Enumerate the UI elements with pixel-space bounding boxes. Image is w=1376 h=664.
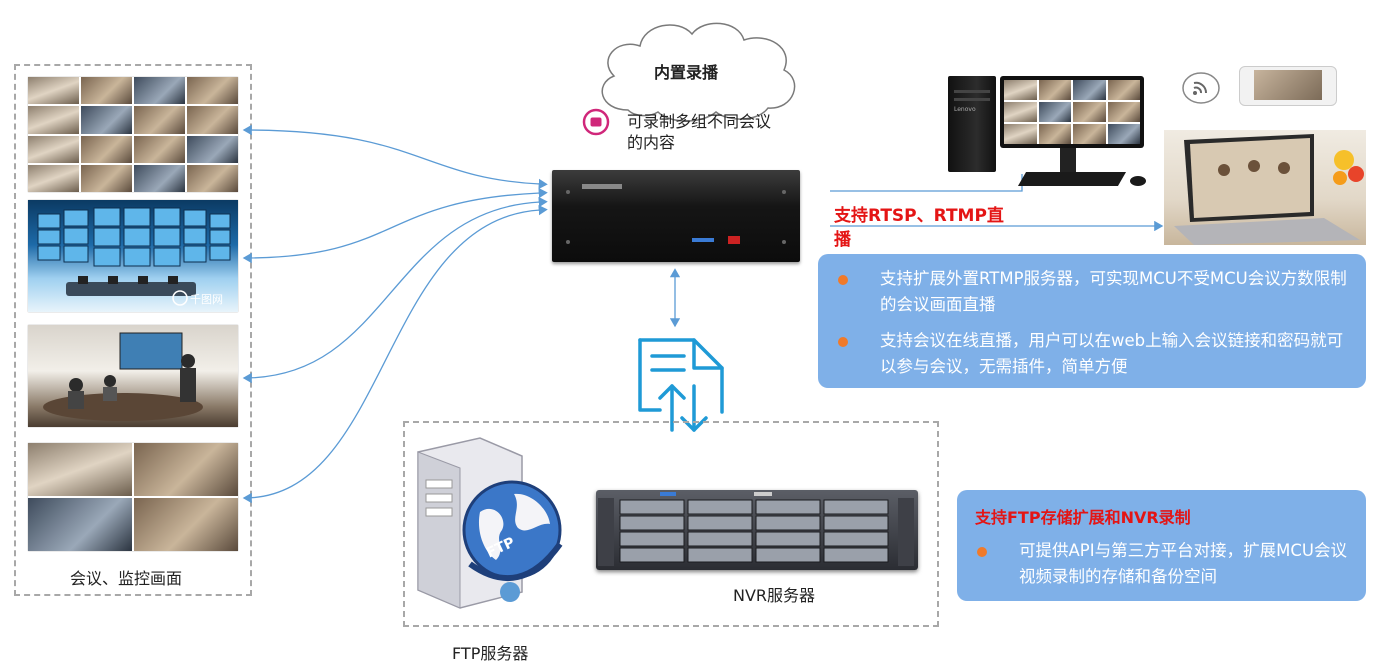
file-transfer-icon (638, 338, 724, 432)
ftp-server-icon (417, 437, 563, 609)
meeting-grid-image-2 (28, 443, 238, 551)
ftp-bullet-1: 可提供API与第三方平台对接，扩展MCU会议视频录制的存储和备份空间 (977, 538, 1349, 590)
live-bullet-2-text: 支持会议在线直播，用户可以在web上输入会议链接和密码就可以参与会议，无需插件，… (880, 331, 1344, 376)
ftp-server-label: FTP服务器 (452, 644, 529, 663)
ftp-nvr-panel: 支持FTP存储扩展和NVR录制 可提供API与第三方平台对接，扩展MCU会议视频… (957, 490, 1366, 601)
pc-brand: Lenovo (954, 106, 976, 113)
conference-room-graphic (43, 332, 203, 421)
record-note: 可录制多组不同会议 的内容 (627, 112, 772, 152)
mouse (1130, 176, 1146, 186)
mcu-device (552, 170, 800, 262)
record-icon (582, 108, 610, 136)
bullet-dot (838, 337, 848, 347)
desktop-tower: Lenovo (948, 76, 996, 172)
bullet-dot (838, 275, 848, 285)
monitor (1000, 76, 1144, 148)
cloud-shape (601, 22, 796, 122)
arrow-to-pc (830, 174, 1023, 192)
ftp-bullet-1-text: 可提供API与第三方平台对接，扩展MCU会议视频录制的存储和备份空间 (1019, 541, 1347, 586)
video-wall-control-room-image: 千图网 (28, 200, 238, 312)
arrow-to-video-wall (242, 187, 548, 264)
storage-group (403, 421, 939, 627)
ftp-nvr-panel-title: 支持FTP存储扩展和NVR录制 (975, 508, 1191, 527)
monitor-stand (1060, 148, 1076, 172)
wifi-icon (1182, 72, 1220, 104)
smartphone-image (1239, 66, 1337, 106)
nvr-server-label: NVR服务器 (733, 586, 816, 605)
keyboard (1017, 172, 1127, 186)
conference-room-image (28, 325, 238, 427)
live-bullet-1: 支持扩展外置RTMP服务器，可实现MCU不受MCU会议方数限制的会议画面直播 (838, 266, 1348, 318)
arrow-to-meeting-grid-2 (242, 204, 548, 504)
bullet-dot (977, 547, 987, 557)
nvr-server-icon (596, 490, 918, 570)
live-streaming-panel: 支持扩展外置RTMP服务器，可实现MCU不受MCU会议方数限制的会议画面直播 支… (818, 254, 1366, 388)
meeting-grid-image-1 (28, 77, 238, 192)
live-bullet-2: 支持会议在线直播，用户可以在web上输入会议链接和密码就可以参与会议，无需插件，… (838, 328, 1348, 380)
watermark-text: 千图网 (190, 293, 223, 306)
cloud-title: 内置录播 (654, 63, 719, 82)
live-streaming-heading: 支持RTSP、RTMP直 播 (834, 206, 1004, 250)
meeting-monitor-caption: 会议、监控画面 (70, 569, 183, 588)
live-bullet-1-text: 支持扩展外置RTMP服务器，可实现MCU不受MCU会议方数限制的会议画面直播 (880, 269, 1347, 314)
video-wall-graphic (37, 207, 231, 306)
arrow-to-conference-room (242, 196, 548, 384)
laptop-image (1164, 130, 1366, 245)
arrow-to-meeting-grid-1 (242, 124, 548, 190)
